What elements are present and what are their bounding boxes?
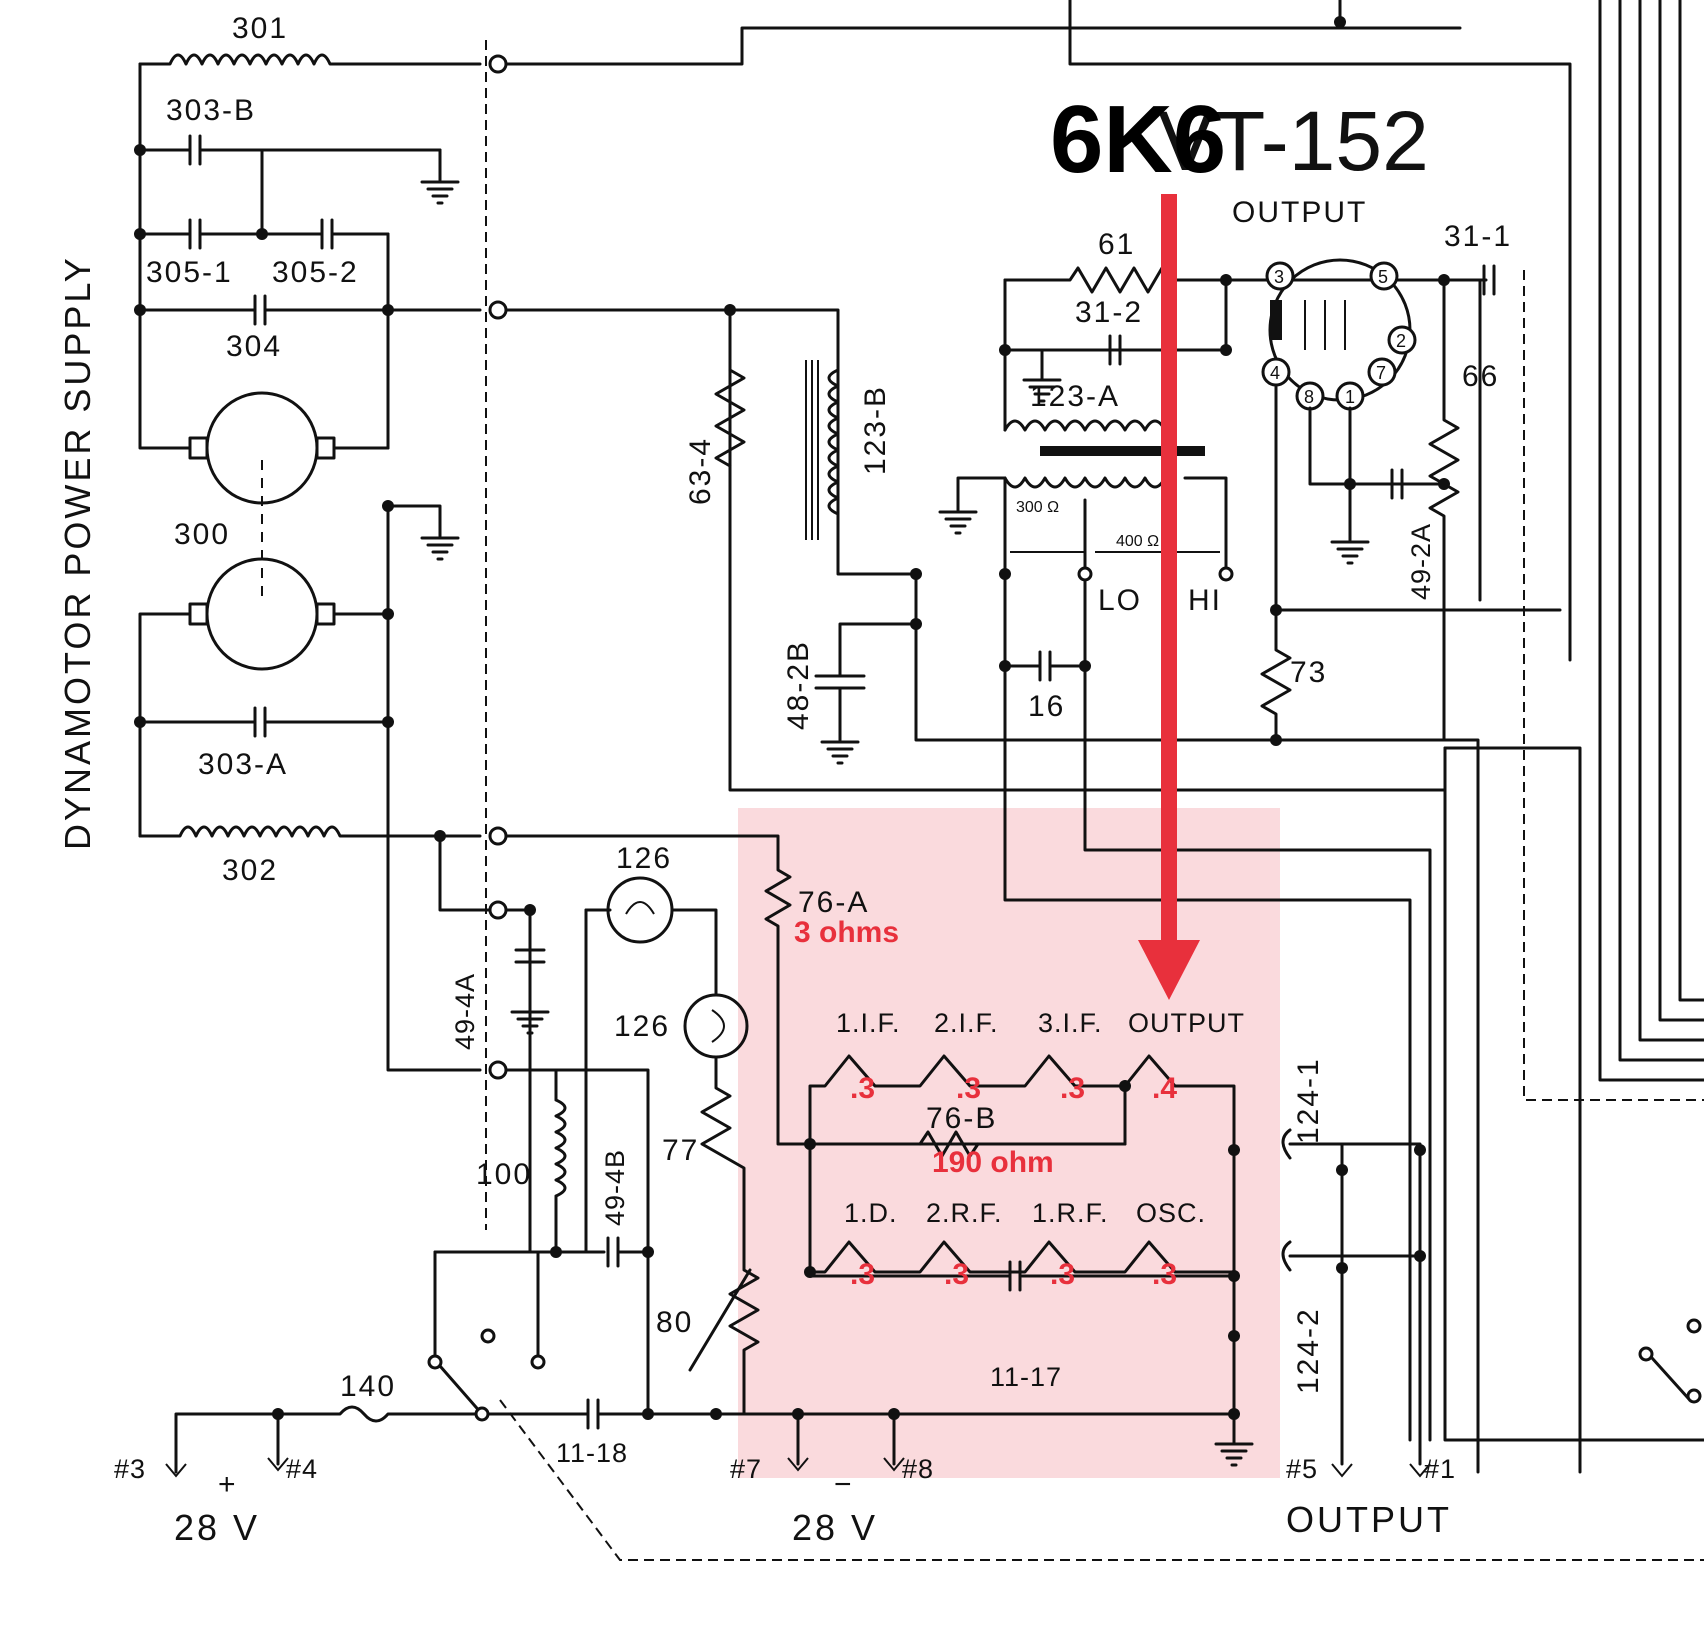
side-title: DYNAMOTOR POWER SUPPLY [57, 255, 98, 850]
label-80: 80 [656, 1306, 693, 1339]
label-hi: HI [1188, 584, 1222, 617]
label-126-b: 126 [614, 1010, 670, 1043]
annotation-76b-value: 190 ohm [932, 1146, 1054, 1179]
annotation-76a-value: 3 ohms [794, 916, 899, 949]
dynamotor-section [134, 40, 508, 1230]
label-49-4a: 49-4A [450, 973, 480, 1050]
label-63-4: 63-4 [684, 437, 717, 505]
label-301: 301 [232, 12, 288, 45]
label-303a: 303-A [198, 748, 288, 781]
label-123b: 123-B [859, 385, 892, 475]
label-300: 300 [174, 518, 230, 551]
heater-label-osc: OSC. [1136, 1198, 1206, 1228]
label-124-2: 124-2 [1292, 1307, 1325, 1394]
red-arrow [1138, 194, 1200, 1000]
terminal-28v-mid: 28 V [792, 1507, 878, 1548]
terminal-4: #4 [286, 1454, 318, 1484]
heater-label-3if: 3.I.F. [1038, 1008, 1103, 1038]
label-140: 140 [340, 1370, 396, 1403]
pin-5: 5 [1378, 267, 1388, 287]
label-lo: LO [1098, 584, 1142, 617]
terminal-7: #7 [730, 1454, 762, 1484]
label-11-18: 11-18 [556, 1438, 628, 1468]
label-11-17: 11-17 [990, 1362, 1062, 1392]
tube-function: OUTPUT [1232, 196, 1367, 229]
label-77: 77 [662, 1134, 699, 1167]
label-303b: 303-B [166, 94, 256, 127]
terminal-28v-left: 28 V [174, 1507, 260, 1548]
terminal-5: #5 [1286, 1454, 1318, 1484]
label-304: 304 [226, 330, 282, 363]
tube-label: VT-152 [1158, 94, 1429, 188]
heater-label-2if: 2.I.F. [934, 1008, 999, 1038]
label-76a: 76-A [798, 886, 869, 919]
terminal-minus: − [834, 1468, 854, 1501]
terminal-1: #1 [1424, 1454, 1456, 1484]
pin-4: 4 [1270, 363, 1280, 383]
terminal-3: #3 [114, 1454, 146, 1484]
pin-8: 8 [1304, 387, 1314, 407]
annotation-row1-value: .3 [1060, 1072, 1085, 1105]
pin-1: 1 [1345, 387, 1355, 407]
annotation-row2-value: .3 [850, 1258, 875, 1291]
label-16: 16 [1028, 690, 1065, 723]
label-400-ohm: 400 Ω [1116, 533, 1159, 550]
filament-circuit [165, 830, 1704, 1561]
annotation-row2-value: .3 [1050, 1258, 1075, 1291]
heater-label-1d: 1.D. [844, 1198, 898, 1228]
heater-label-1rf: 1.R.F. [1032, 1198, 1109, 1228]
annotation-row1-value: .3 [956, 1072, 981, 1105]
label-124-1: 124-1 [1292, 1057, 1325, 1144]
terminal-plus: + [218, 1468, 238, 1501]
label-73: 73 [1290, 656, 1327, 689]
label-123a: 123-A [1030, 380, 1120, 413]
terminal-8: #8 [902, 1454, 934, 1484]
label-49-4b: 49-4B [600, 1149, 630, 1226]
label-300-ohm: 300 Ω [1016, 499, 1059, 516]
label-305-2: 305-2 [272, 256, 359, 289]
label-49-2a: 49-2A [1406, 523, 1436, 600]
pin-7: 7 [1376, 363, 1386, 383]
label-100: 100 [476, 1158, 532, 1191]
heater-label-2rf: 2.R.F. [926, 1198, 1003, 1228]
overlay-title: 6K6 [1050, 86, 1226, 193]
label-61: 61 [1098, 228, 1135, 261]
label-305-1: 305-1 [146, 256, 233, 289]
label-126-a: 126 [616, 842, 672, 875]
annotation-row2-value: .3 [1152, 1258, 1177, 1291]
annotation-row1-value: .4 [1152, 1072, 1177, 1105]
label-76b: 76-B [926, 1102, 997, 1135]
label-31-2: 31-2 [1075, 296, 1143, 329]
label-66: 66 [1462, 360, 1499, 393]
label-31-1: 31-1 [1444, 220, 1512, 253]
heater-label-output: OUTPUT [1128, 1008, 1245, 1038]
pin-3: 3 [1274, 267, 1284, 287]
label-302: 302 [222, 854, 278, 887]
annotation-row1-value: .3 [850, 1072, 875, 1105]
label-48-2b: 48-2B [782, 640, 815, 730]
pin-2: 2 [1396, 331, 1406, 351]
heater-label-1if: 1.I.F. [836, 1008, 901, 1038]
terminal-output: OUTPUT [1286, 1499, 1452, 1540]
annotation-row2-value: .3 [944, 1258, 969, 1291]
